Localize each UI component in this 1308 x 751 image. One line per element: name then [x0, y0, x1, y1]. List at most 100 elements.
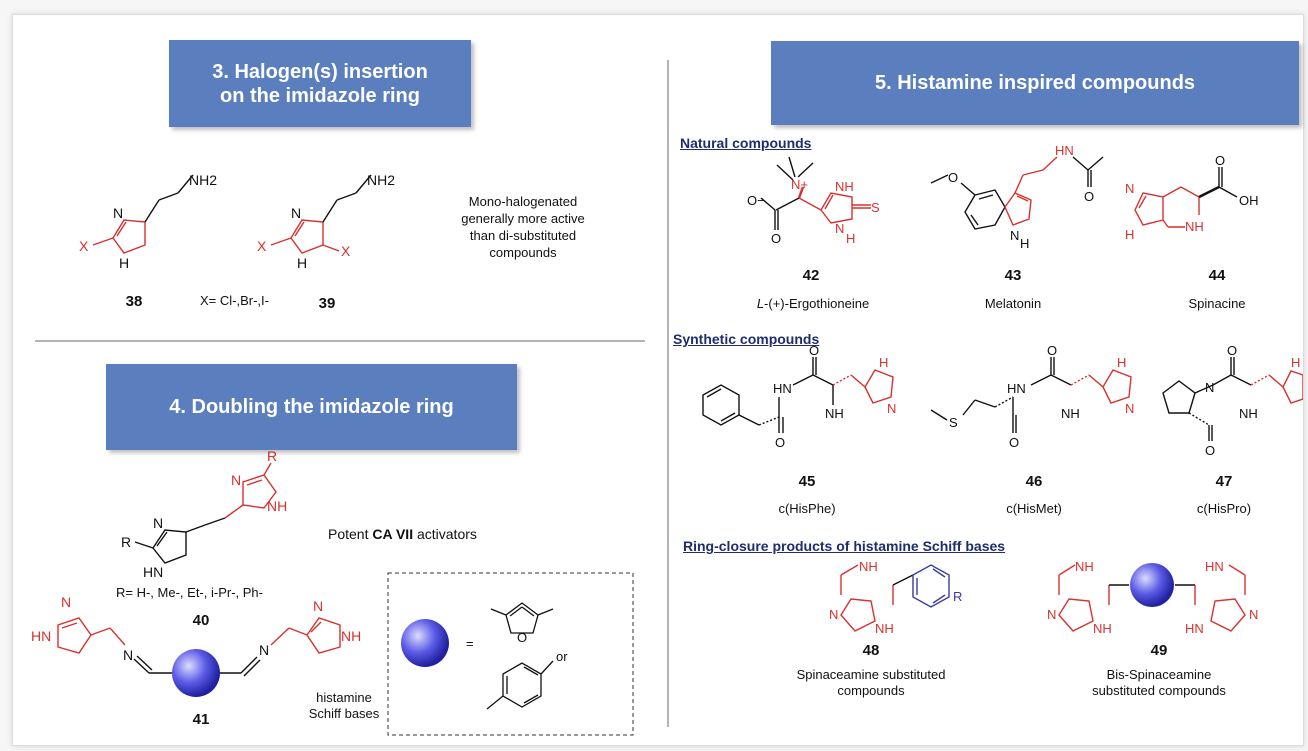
compound-41-structure: [57, 617, 341, 677]
compound-49-number: 49: [1150, 642, 1168, 659]
compound-43-n: N: [1010, 228, 1019, 243]
compound-43-o: O: [1084, 189, 1094, 204]
compound-47-imid-h: H: [1291, 355, 1300, 370]
compound-38-n: N: [113, 205, 123, 221]
compound-38-structure: [92, 174, 194, 254]
compound-42-name-rest: -(+)-Ergothioneine: [764, 296, 870, 311]
compound-39-nh2: NH2: [367, 172, 395, 188]
compound-38-number: 38: [125, 293, 143, 310]
schiff-bases-label: histamine Schiff bases: [299, 690, 389, 722]
compound-41-hn-left: HN: [31, 628, 51, 644]
compound-42-ominus: O−: [747, 193, 765, 208]
compound-41-n-left: N: [61, 594, 71, 610]
compound-45-number: 45: [798, 473, 816, 490]
compound-48-number: 48: [862, 642, 880, 659]
halogen-note: Mono-halogenated generally more active t…: [428, 193, 618, 261]
halogen-x-definition: X= Cl-,Br-,I-: [200, 293, 269, 308]
section-4-title: 4. Doubling the imidazole ring: [169, 396, 454, 418]
schiff-line1: histamine: [316, 690, 372, 705]
compound-41-nh-right: NH: [341, 628, 361, 644]
compound-45-imid-n: N: [887, 401, 896, 416]
compound-46-o-bottom: O: [1009, 435, 1019, 450]
compound-42-name: L-(+)-Ergothioneine: [723, 296, 903, 311]
compound-38-x: X: [79, 238, 89, 254]
compound-38-nh2: NH2: [189, 172, 217, 188]
compound-49-nh-left: NH: [1075, 559, 1094, 574]
legend-sphere: [401, 619, 449, 667]
compound-44-n: N: [1125, 181, 1134, 196]
compound-49-name-line1: Bis-Spinaceamine: [1106, 667, 1212, 682]
compound-48-structure: [840, 564, 950, 632]
section-3-title-line1: 3. Halogen(s) insertion: [212, 60, 428, 83]
compound-44-number: 44: [1208, 267, 1226, 284]
legend-equals: =: [466, 636, 474, 651]
linker-legend-box: [387, 572, 634, 736]
compound-47-nh: NH: [1239, 406, 1258, 421]
compound-40-r-top: R: [267, 448, 277, 464]
compound-43-number: 43: [1004, 267, 1022, 284]
compound-44-oh: OH: [1239, 193, 1259, 208]
compound-42-nplus: N+: [791, 177, 808, 192]
activator-pre: Potent: [328, 526, 373, 542]
compound-46-name: c(HisMet): [1006, 501, 1062, 516]
compound-40-r-left: R: [121, 534, 131, 550]
compound-45-hn: HN: [773, 381, 792, 396]
compound-48-r: R: [953, 589, 962, 604]
compound-39-x-left: X: [257, 238, 267, 254]
chemical-structures: NH2 N X H NH2 N X X H: [31, 60, 1303, 736]
compound-42-nh: NH: [835, 179, 854, 194]
legend-furan: [490, 602, 554, 634]
legend-benzene: [486, 660, 554, 710]
section-3-banner: 3. Halogen(s) insertion on the imidazole…: [169, 40, 471, 127]
compound-47-number: 47: [1215, 473, 1233, 490]
linker-sphere: [172, 649, 220, 697]
halogen-note-line: compounds: [489, 245, 557, 260]
activator-post: activators: [413, 526, 477, 542]
compound-40-n-top: N: [231, 472, 241, 488]
bis-linker-sphere: [1130, 563, 1174, 607]
compound-48-nh-bottom: NH: [875, 621, 894, 636]
compound-47-n: N: [1205, 380, 1214, 395]
compound-43-name: Melatonin: [984, 296, 1042, 311]
compound-49-n-left: N: [1047, 607, 1056, 622]
natural-compounds-heading: Natural compounds: [680, 135, 812, 151]
compound-45-imid-h: H: [879, 355, 888, 370]
compound-45-o-bottom: O: [775, 435, 785, 450]
compound-42-s: S: [871, 200, 880, 215]
compound-40-structure: [134, 462, 277, 564]
compound-46-s: S: [949, 415, 958, 430]
compound-46-structure: [930, 357, 1132, 433]
compound-44-h-label: H: [1125, 227, 1134, 242]
compound-47-structure: [1162, 357, 1303, 441]
compound-40-number: 40: [192, 612, 210, 629]
compound-39-number: 39: [318, 295, 336, 312]
compound-47-o-bottom: O: [1205, 443, 1215, 458]
synthetic-compounds-heading: Synthetic compounds: [673, 331, 820, 347]
compound-49-name-line2: substituted compounds: [1092, 683, 1226, 698]
compound-46-imid-n: N: [1125, 401, 1134, 416]
compound-49-nh-bottom-left: NH: [1093, 621, 1112, 636]
section-5-banner: 5. Histamine inspired compounds: [771, 41, 1299, 125]
compound-46-nh: NH: [1061, 406, 1080, 421]
compound-48-name-line2: compounds: [837, 683, 905, 698]
figure-panel: NH2 N X H NH2 N X X H: [12, 14, 1304, 746]
compound-39-x-right: X: [341, 243, 351, 259]
ca-vii-activators-label: Potent CA VII activators: [328, 526, 477, 542]
compound-49-name: Bis-Spinaceamine substituted compounds: [1074, 667, 1244, 699]
compound-38-h: H: [119, 255, 129, 271]
compound-42-name-italic: L: [756, 296, 765, 311]
activator-bold: CA VII: [372, 526, 414, 542]
furan-o: O: [517, 630, 527, 645]
compound-47-o-top: O: [1227, 343, 1237, 358]
compound-42-h: H: [846, 231, 855, 246]
compound-40-n-left: N: [153, 515, 163, 531]
compound-44-nh: NH: [1185, 219, 1204, 234]
ring-closure-heading: Ring-closure products of histamine Schif…: [683, 538, 1006, 554]
compound-49-hn-right: HN: [1205, 559, 1224, 574]
compound-46-o-top: O: [1047, 343, 1057, 358]
compound-39-n: N: [291, 205, 301, 221]
compound-47-name: c(HisPro): [1196, 501, 1252, 516]
halogen-note-line: than di-substituted: [469, 228, 577, 243]
compound-41-n-right: N: [313, 598, 323, 614]
